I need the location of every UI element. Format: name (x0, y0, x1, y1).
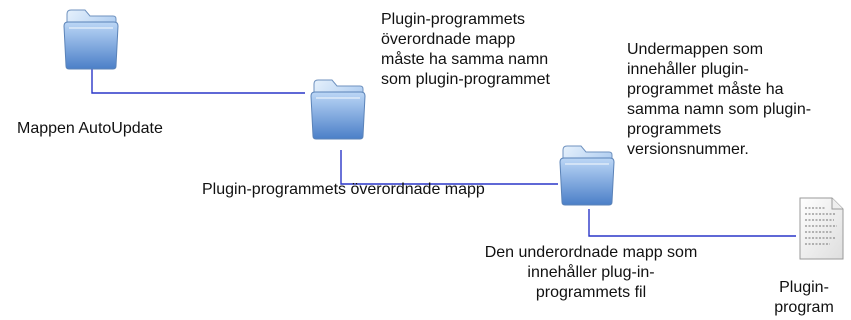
document-icon[interactable] (796, 196, 846, 262)
subfolder-note: Undermappen som innehåller plugin- progr… (627, 41, 812, 158)
connector-autoupdate-to-parent (91, 68, 305, 94)
connector-parent-to-child (340, 150, 558, 185)
parent-folder-note: Plugin-programmets överordnade mapp måst… (381, 11, 550, 88)
parent-folder-label: Plugin-programmets överordnade mapp (202, 181, 485, 198)
folder-icon[interactable] (308, 78, 368, 142)
plugin-file-label: Plugin- program (774, 279, 834, 316)
folder-icon[interactable] (557, 144, 617, 208)
child-folder-label: Den underordnade mapp som innehåller plu… (484, 244, 698, 301)
autoupdate-folder-label: Mappen AutoUpdate (17, 120, 163, 137)
folder-icon[interactable] (61, 8, 121, 72)
connector-child-to-file (588, 209, 796, 237)
